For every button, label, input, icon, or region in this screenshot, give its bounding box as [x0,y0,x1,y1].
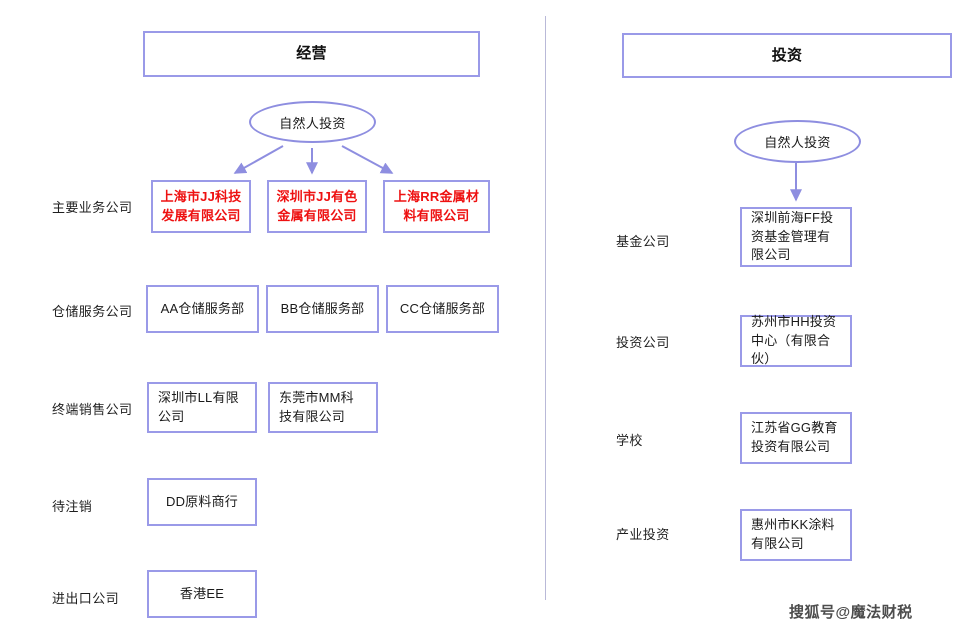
right-row-label-industrial-investment-text: 产业投资 [616,526,670,542]
left-node-warehouse-3: CC仓储服务部 [386,285,499,333]
right-root-node: 自然人投资 [734,120,861,163]
watermark: 搜狐号@魔法财税 [789,601,913,622]
right-row-label-industrial-investment: 产业投资 [616,523,670,543]
left-panel-title-box: 经营 [143,31,480,77]
left-row-label-pending-cancellation-text: 待注销 [52,498,93,514]
left-root-node-label: 自然人投资 [279,115,346,131]
left-node-main-business-1: 上海市JJ科技发展有限公司 [151,180,251,233]
left-row-label-main-business-text: 主要业务公司 [52,199,133,215]
left-node-warehouse-3-label: CC仓储服务部 [399,300,486,316]
right-row-label-fund-company: 基金公司 [616,230,670,250]
right-node-industrial-investment: 惠州市KK涂料有限公司 [740,509,852,561]
left-row-label-warehouse: 仓储服务公司 [52,300,132,320]
left-node-warehouse-2-label: BB仓储服务部 [280,300,365,316]
left-node-terminal-sales-1: 深圳市LL有限公司 [147,382,257,433]
left-row-label-terminal-sales: 终端销售公司 [52,398,132,418]
left-row-label-pending-cancellation: 待注销 [52,495,92,515]
left-row-label-import-export: 进出口公司 [52,587,119,607]
watermark-text: 搜狐号@魔法财税 [789,604,913,621]
left-row-label-main-business: 主要业务公司 [52,196,132,216]
left-panel-title: 经营 [296,45,327,63]
right-node-investment-company: 苏州市HH投资中心（有限合伙） [740,313,852,367]
left-node-pending-cancellation-1-label: DD原料商行 [166,493,238,509]
right-root-node-label: 自然人投资 [764,135,831,150]
panel-divider [545,16,546,600]
left-node-main-business-3-label: 上海RR金属材料有限公司 [393,188,480,223]
right-row-label-school-text: 学校 [616,432,643,448]
right-row-label-fund-company-text: 基金公司 [616,233,670,249]
left-node-warehouse-1-label: AA仓储服务部 [160,300,245,316]
right-row-label-school: 学校 [616,429,643,449]
left-node-main-business-2: 深圳市JJ有色金属有限公司 [267,180,367,233]
left-node-main-business-1-label: 上海市JJ科技发展有限公司 [160,188,242,223]
left-node-pending-cancellation-1: DD原料商行 [147,478,257,526]
right-panel-title: 投资 [771,46,803,64]
left-node-warehouse-1: AA仓储服务部 [146,285,259,333]
left-node-import-export-1-label: 香港EE [179,585,225,601]
left-node-main-business-3: 上海RR金属材料有限公司 [383,180,490,233]
right-node-fund-company-label: 深圳前海FF投资基金管理有限公司 [751,209,834,263]
left-node-main-business-2-label: 深圳市JJ有色金属有限公司 [276,188,358,223]
right-node-school: 江苏省GG教育投资有限公司 [740,412,852,464]
left-node-terminal-sales-1-label: 深圳市LL有限公司 [158,389,239,424]
left-root-node: 自然人投资 [249,101,376,143]
right-node-industrial-investment-label: 惠州市KK涂料有限公司 [751,517,835,551]
left-node-terminal-sales-2-label: 东莞市MM科技有限公司 [279,389,354,424]
left-node-terminal-sales-2: 东莞市MM科技有限公司 [268,382,378,433]
left-node-import-export-1: 香港EE [147,570,257,618]
left-row-label-warehouse-text: 仓储服务公司 [52,303,133,319]
left-node-warehouse-2: BB仓储服务部 [266,285,379,333]
right-row-label-investment-company: 投资公司 [616,331,670,351]
right-panel-title-box: 投资 [622,33,952,78]
right-node-school-label: 江苏省GG教育投资有限公司 [751,420,838,454]
right-row-label-investment-company-text: 投资公司 [616,334,670,350]
left-row-label-import-export-text: 进出口公司 [52,590,120,606]
right-node-fund-company: 深圳前海FF投资基金管理有限公司 [740,207,852,267]
right-node-investment-company-label: 苏州市HH投资中心（有限合伙） [751,313,837,367]
left-row-label-terminal-sales-text: 终端销售公司 [52,401,133,417]
